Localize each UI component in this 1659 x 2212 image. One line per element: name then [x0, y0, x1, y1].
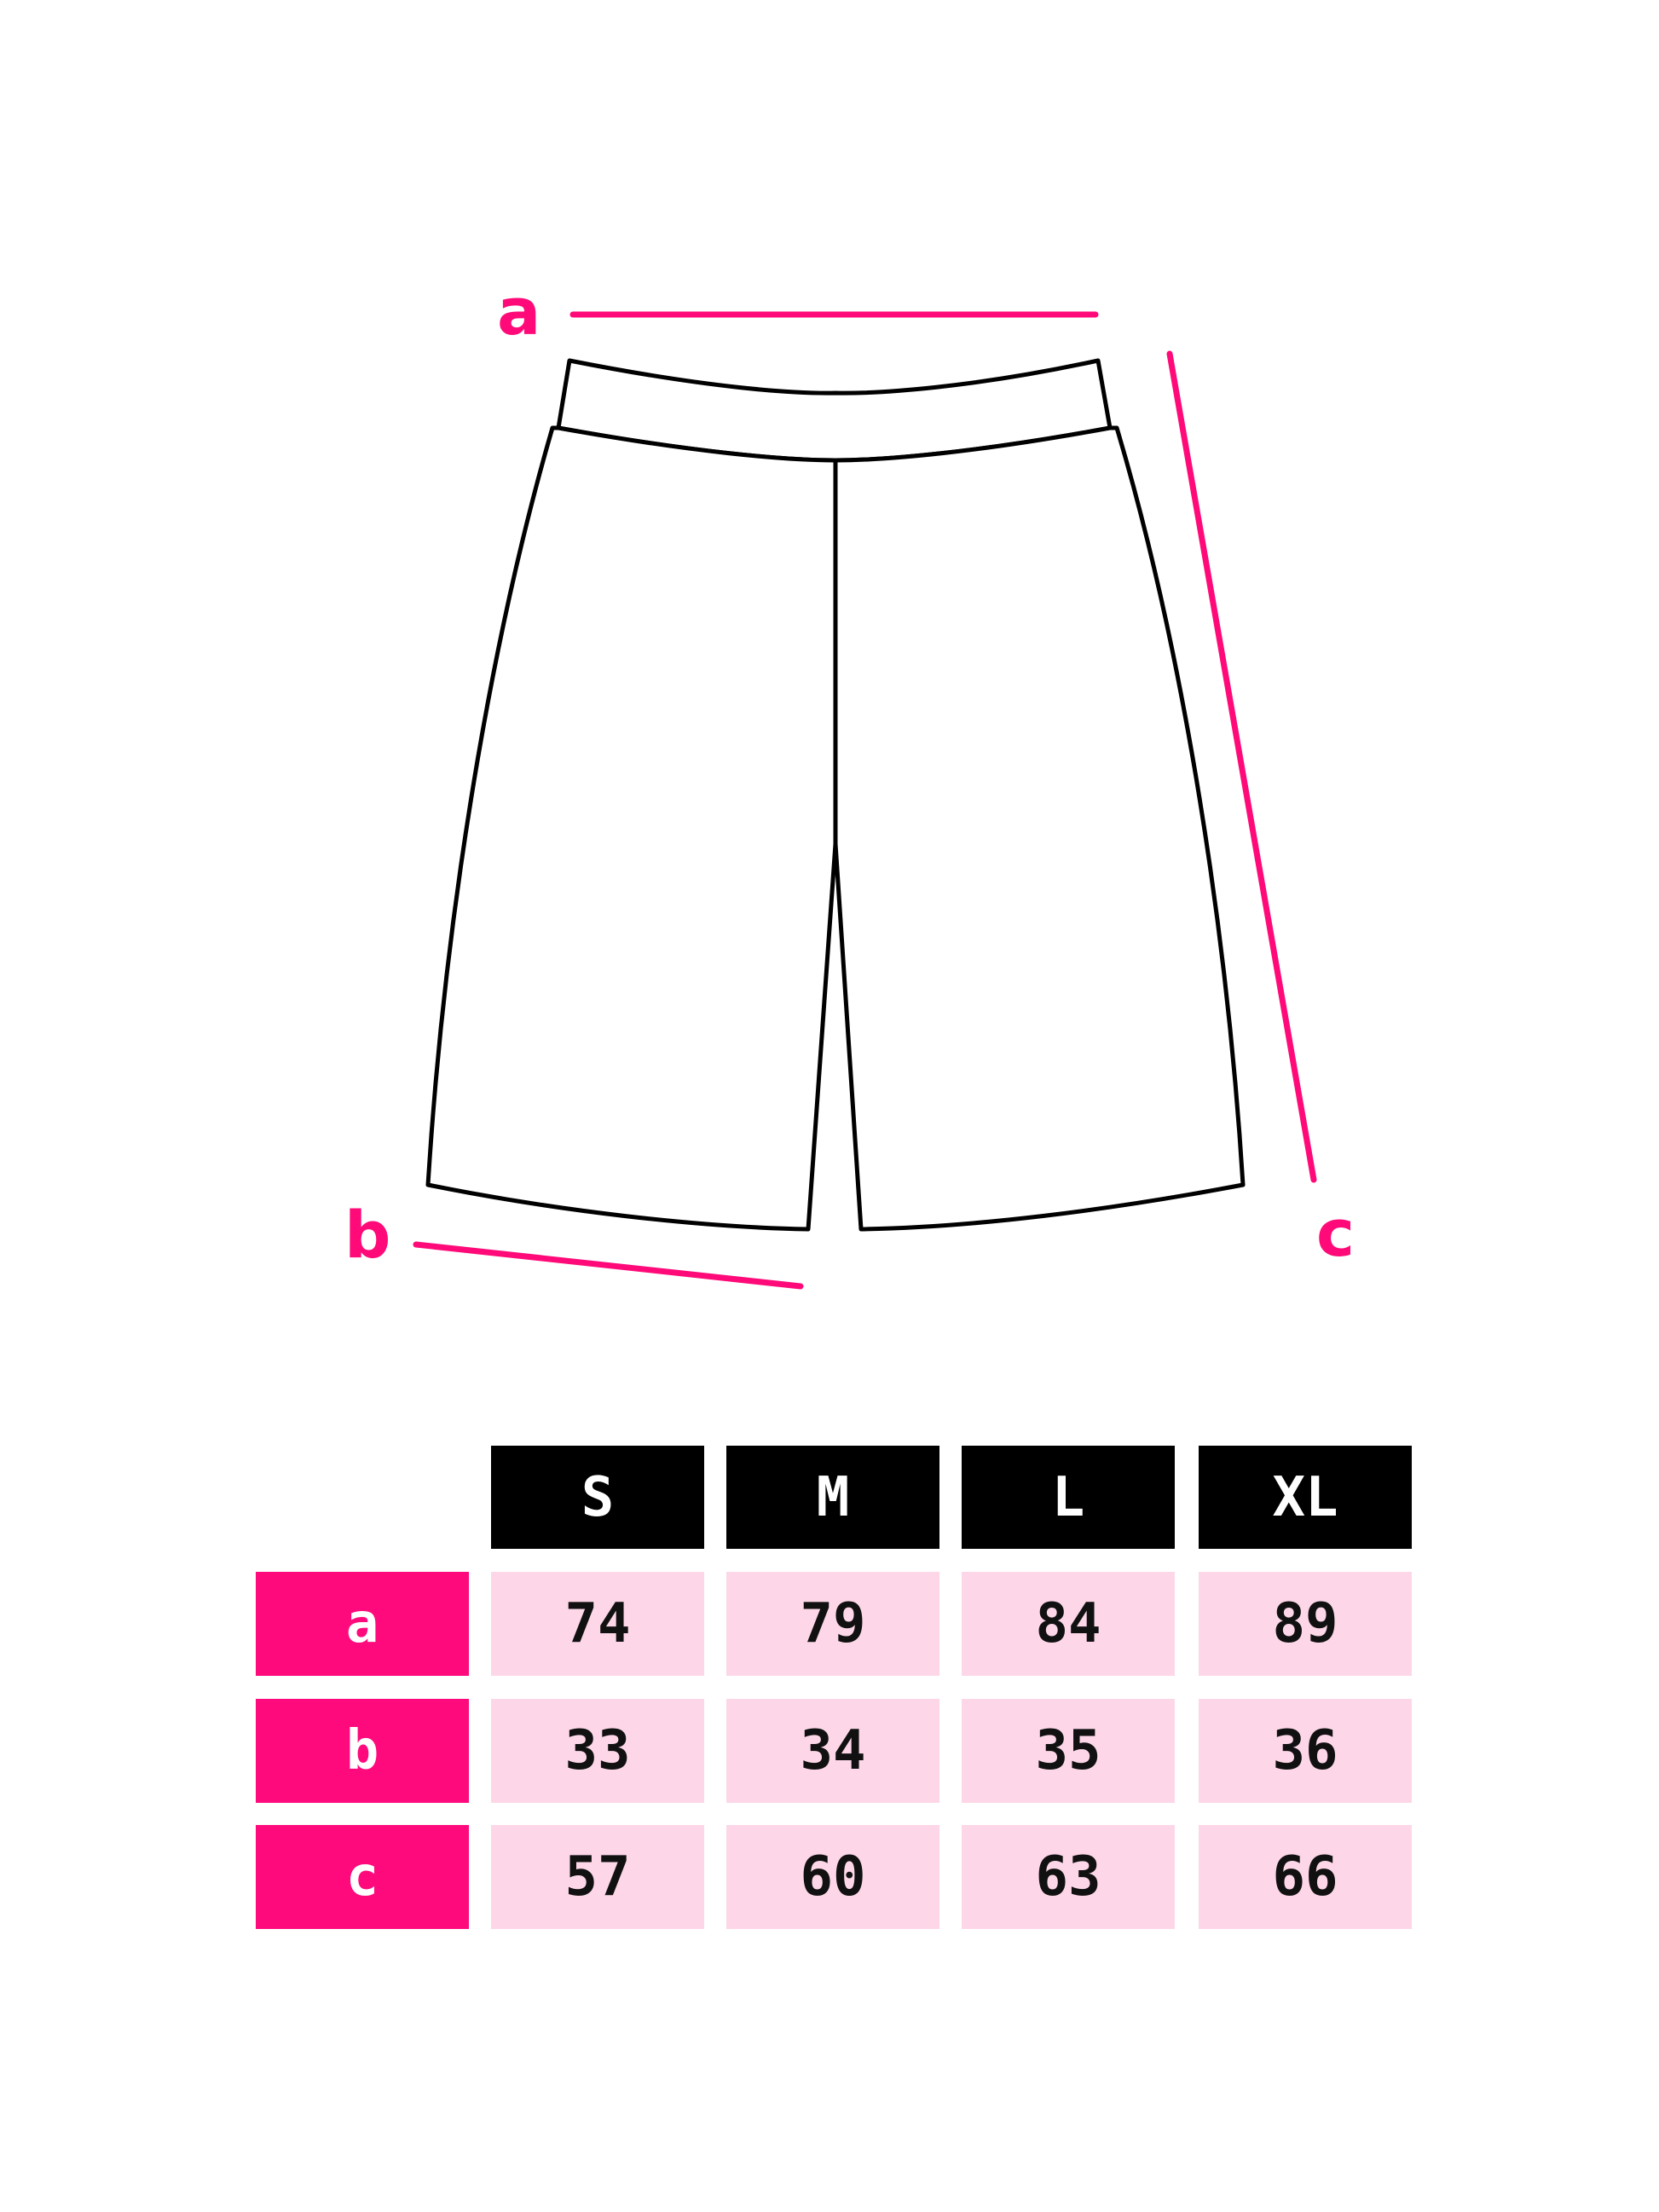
row-label-b: b [256, 1699, 469, 1803]
shorts-measurement-diagram: a b c [344, 274, 1355, 1290]
table-cell: 63 [962, 1825, 1175, 1929]
row-label-a: a [256, 1572, 469, 1676]
table-cell: 89 [1199, 1572, 1412, 1676]
dimension-line-c [1166, 350, 1317, 1183]
dimension-label-b: b [344, 1197, 390, 1273]
dimension-line-b [413, 1241, 804, 1290]
table-cell: 57 [491, 1825, 704, 1929]
size-header-l: L [962, 1446, 1175, 1549]
table-cell: 34 [726, 1699, 939, 1803]
row-label-c: c [256, 1825, 469, 1929]
table-cell: 36 [1199, 1699, 1412, 1803]
table-cell: 35 [962, 1699, 1175, 1803]
dimension-label-a: a [497, 274, 540, 349]
size-header-s: S [491, 1446, 704, 1549]
table-cell: 79 [726, 1572, 939, 1676]
table-cell: 66 [1199, 1825, 1412, 1929]
size-header-xl: XL [1199, 1446, 1412, 1549]
shorts-right-leg-outline [833, 425, 1246, 1232]
table-cell: 84 [962, 1572, 1175, 1676]
dimension-label-c: c [1316, 1195, 1355, 1271]
table-cell: 60 [726, 1825, 939, 1929]
table-cell: 33 [491, 1699, 704, 1803]
shorts-left-leg-outline [425, 425, 838, 1232]
table-cell: 74 [491, 1572, 704, 1676]
size-header-m: M [726, 1446, 939, 1549]
